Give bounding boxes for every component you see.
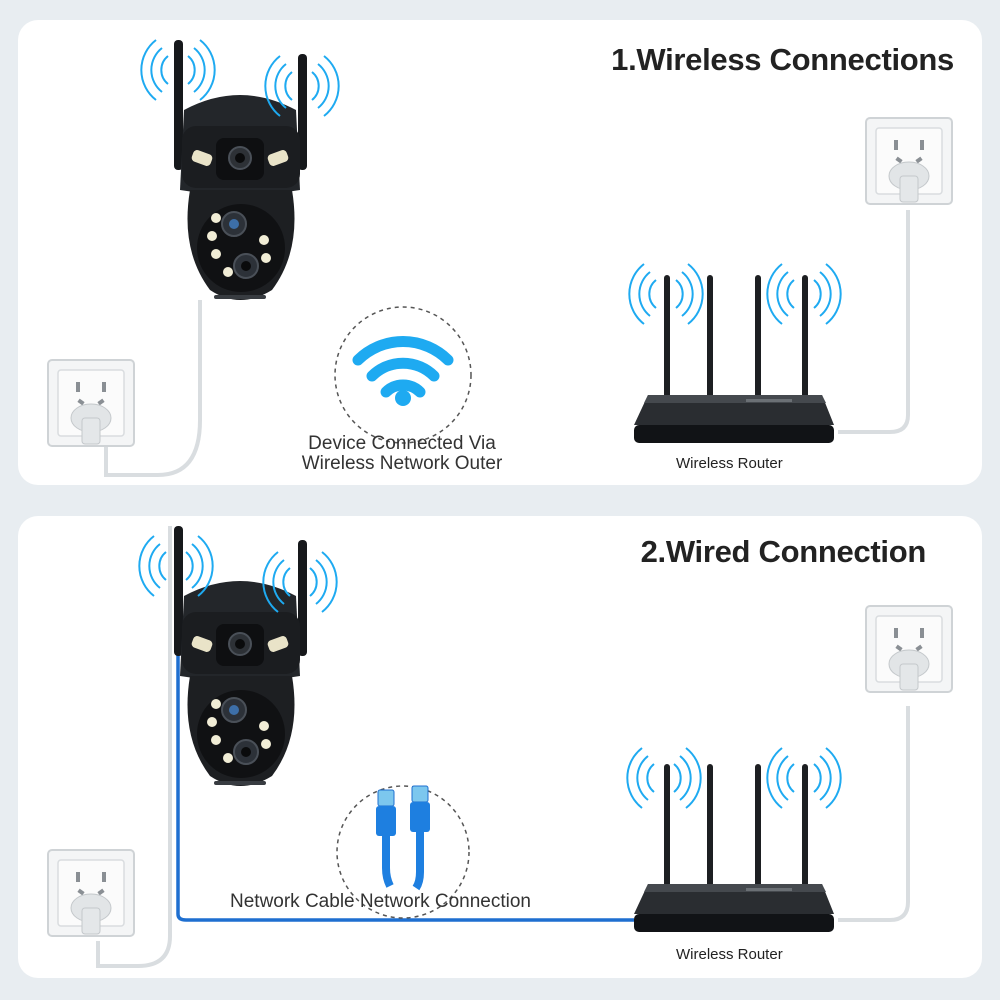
router-power-cord [838, 210, 910, 434]
wall-socket-icon [47, 849, 135, 937]
wired-diagram [47, 525, 953, 968]
router-label: Wireless Router [676, 455, 783, 472]
wireless-router-icon [634, 764, 834, 932]
wall-socket-icon [47, 359, 135, 447]
wireless-caption: Device Connected Via Wireless Network Ou… [272, 434, 532, 474]
ethernet-cable-icon [376, 785, 430, 891]
wireless-diagram [47, 39, 953, 477]
caption-line: Device Connected Via [308, 433, 496, 454]
router-power-cord [838, 706, 910, 922]
security-camera-icon [173, 525, 308, 787]
wired-caption: Network Cable Network Connection [230, 891, 531, 912]
cable-badge-ring [336, 785, 470, 919]
section-title: 2.Wired Connection [640, 534, 927, 569]
wifi-badge-ring [334, 306, 472, 444]
wall-socket-icon [865, 605, 953, 693]
section-title: 1.Wireless Connections [611, 42, 954, 77]
camera-power-cord [96, 526, 172, 968]
camera-power-cord [104, 300, 202, 477]
wireless-connection-panel: 1.Wireless Connections Device Connected … [18, 20, 982, 485]
wired-connection-panel: 2.Wired Connection Network Cable Network… [18, 516, 982, 978]
wall-socket-icon [865, 117, 953, 205]
network-cable-line [176, 646, 634, 922]
router-label: Wireless Router [676, 946, 783, 963]
wireless-router-icon [634, 275, 834, 443]
caption-line: Wireless Network Outer [301, 453, 503, 474]
wifi-icon [352, 336, 454, 406]
